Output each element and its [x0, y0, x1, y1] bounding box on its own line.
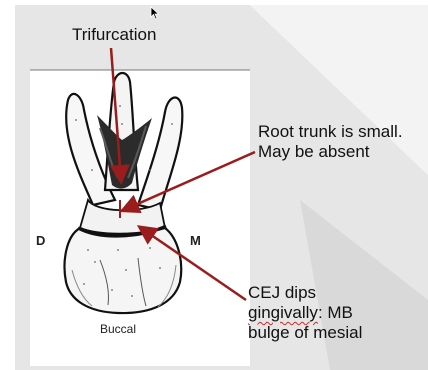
cej-line-2: gingivally: MB: [248, 303, 362, 323]
distal-label: D: [36, 233, 45, 248]
mesial-label: M: [190, 233, 201, 248]
buccal-caption: Buccal: [100, 322, 136, 336]
trifurcation-arrow: [111, 48, 121, 180]
cej-label: CEJ dips gingivally: MB bulge of mesial: [248, 283, 362, 343]
cej-line-3: bulge of mesial: [248, 323, 362, 343]
cej-line-1: CEJ dips: [248, 283, 362, 303]
spellcheck-word-gingivally: gingivally: [248, 303, 318, 322]
root-trunk-line-1: Root trunk is small.: [258, 122, 403, 142]
root-trunk-line-2: May be absent: [258, 142, 403, 162]
root-trunk-arrow: [124, 152, 255, 210]
root-trunk-label: Root trunk is small. May be absent: [258, 122, 403, 162]
cej-line-2-rest: : MB: [318, 303, 353, 322]
trifurcation-label: Trifurcation: [72, 25, 156, 45]
mouse-pointer-icon: [150, 6, 160, 20]
